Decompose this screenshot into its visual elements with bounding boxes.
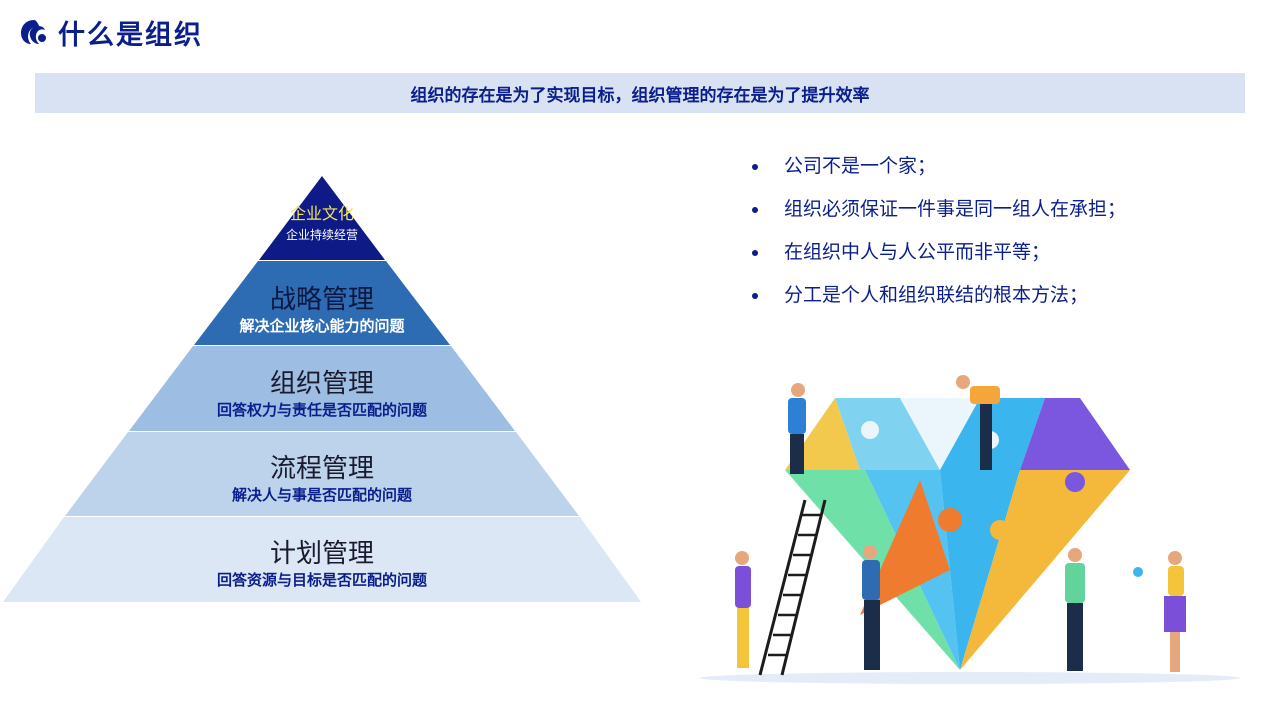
level-subtitle: 解决企业核心能力的问题 xyxy=(239,317,405,335)
level-subtitle: 回答资源与目标是否匹配的问题 xyxy=(216,571,427,589)
bullet-item: 组织必须保证一件事是同一组人在承担； xyxy=(752,188,1126,231)
bullet-item: 分工是个人和组织联结的根本方法； xyxy=(752,274,1126,317)
bullet-dot-icon xyxy=(752,206,758,213)
pyramid-diagram: 企业文化 企业持续经营 战略管理 解决企业核心能力的问题 组织管理 回答权力与责… xyxy=(0,170,650,610)
page-title: 什么是组织 xyxy=(58,19,203,51)
bullet-dot-icon xyxy=(752,292,758,299)
bullet-dot-icon xyxy=(752,249,758,256)
pyramid-level-4-text: 流程管理 解决人与事是否匹配的问题 xyxy=(122,453,522,505)
level-title: 计划管理 xyxy=(269,539,374,569)
pyramid-level-3-text: 组织管理 回答权力与责任是否匹配的问题 xyxy=(122,368,522,420)
bullet-item: 公司不是一个家； xyxy=(752,145,1126,188)
pyramid-level-5-text: 计划管理 回答资源与目标是否匹配的问题 xyxy=(122,538,522,590)
pyramid-level-3 xyxy=(129,346,515,431)
level-title: 组织管理 xyxy=(269,369,374,399)
level-subtitle: 解决人与事是否匹配的问题 xyxy=(231,486,412,504)
pyramid-level-2 xyxy=(194,261,450,345)
level-title: 流程管理 xyxy=(269,454,374,484)
level-title: 企业文化 xyxy=(289,204,354,223)
pyramid-level-1-text: 企业文化 企业持续经营 xyxy=(122,203,522,245)
bullet-list: 公司不是一个家； 组织必须保证一件事是同一组人在承担； 在组织中人与人公平而非平… xyxy=(752,145,1126,317)
wave-logo-icon xyxy=(21,20,46,44)
pyramid-level-1 xyxy=(259,176,385,260)
bullet-item: 在组织中人与人公平而非平等； xyxy=(752,231,1126,274)
subtitle-banner: 组织的存在是为了实现目标，组织管理的存在是为了提升效率 xyxy=(35,73,1245,113)
pyramid-level-2-text: 战略管理 解决企业核心能力的问题 xyxy=(122,284,522,336)
pyramid-level-5 xyxy=(3,517,641,602)
pyramid-shapes xyxy=(3,176,641,602)
pyramid-level-4 xyxy=(65,432,579,516)
banner-text: 组织的存在是为了实现目标，组织管理的存在是为了提升效率 xyxy=(410,85,870,106)
bullet-dot-icon xyxy=(752,163,758,170)
diamond-puzzle-team-illustration xyxy=(700,375,1240,684)
level-title: 战略管理 xyxy=(269,285,374,315)
level-subtitle: 企业持续经营 xyxy=(285,228,358,242)
level-subtitle: 回答权力与责任是否匹配的问题 xyxy=(216,401,427,419)
header: 什么是组织 xyxy=(18,12,203,52)
